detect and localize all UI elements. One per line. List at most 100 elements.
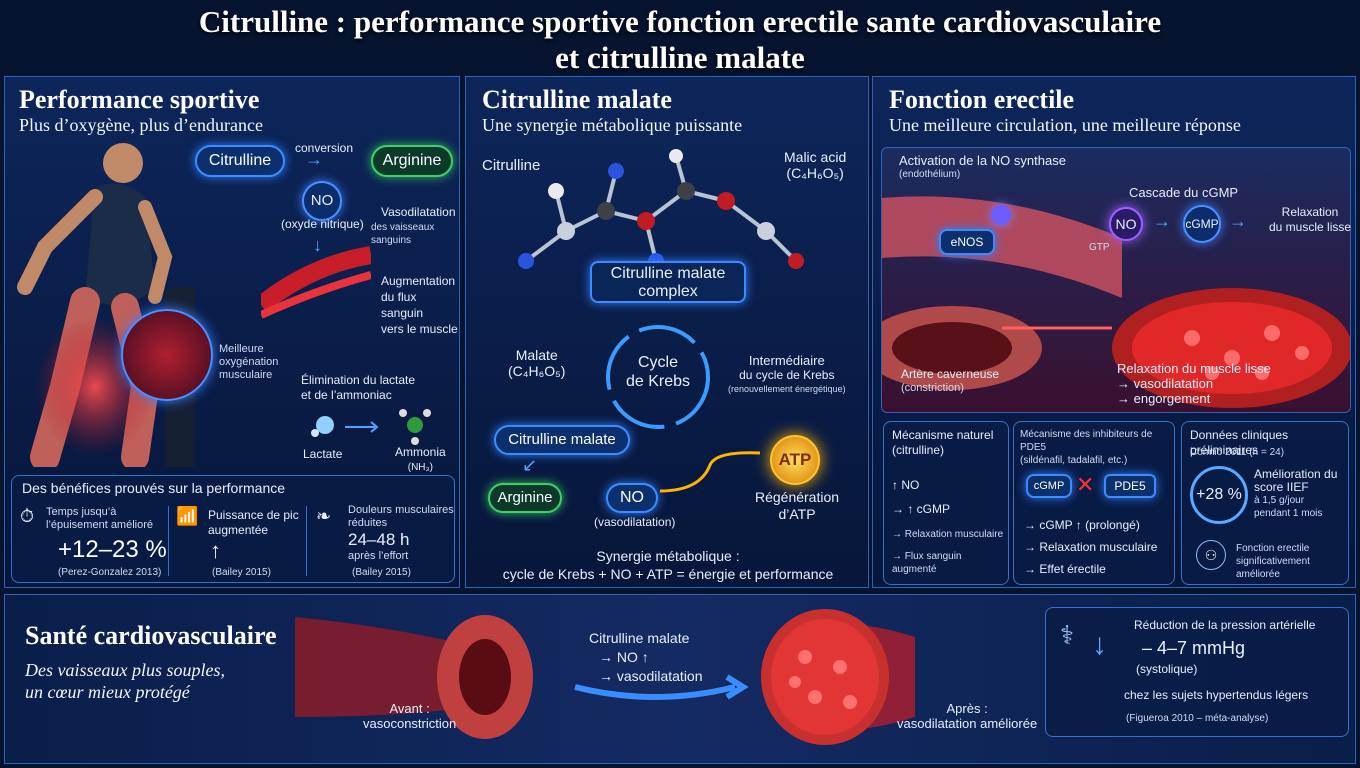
natural-item4: → Flux sanguin augmenté xyxy=(892,551,962,575)
malate-title: Citrulline malate xyxy=(482,85,672,114)
complex-line1: Citrulline malate xyxy=(610,265,726,282)
blood-flow-line3: vers le muscle xyxy=(381,322,458,336)
cross-icon: ✕ xyxy=(1076,472,1095,497)
malic-acid-name: Malic acid xyxy=(784,149,847,165)
arginine-pill: Arginine xyxy=(371,145,453,177)
inter-line2: du cycle de Krebs xyxy=(739,368,835,382)
blood-pressure-box: ⚕ ↓ Réduction de la pression artérielle … xyxy=(1045,607,1349,737)
page-title-line2: et citrulline malate xyxy=(555,40,805,75)
smooth-muscle-line3: → engorgement xyxy=(1117,391,1211,406)
inter-line3: (renouvellement énergétique) xyxy=(728,384,846,394)
energy-flow-arrow xyxy=(660,451,761,493)
page-title: Citrulline : performance sportive foncti… xyxy=(0,4,1360,76)
page-title-line1: Citrulline : performance sportive foncti… xyxy=(198,4,1162,39)
iief-line1: Amélioration du xyxy=(1254,467,1338,481)
no-circle: NO xyxy=(302,181,342,221)
benefit3-ref: (Bailey 2015) xyxy=(352,567,411,578)
lactate-label: Lactate xyxy=(303,447,343,461)
cm-pill: Citrulline malate xyxy=(494,425,630,455)
stopwatch-icon: ⏱ xyxy=(20,506,35,526)
natural-title: Mécanisme naturel (citrulline) xyxy=(892,428,993,458)
regen-line1: Régénération xyxy=(754,489,840,505)
natural-mechanism-box: Mécanisme naturel (citrulline) ↑ NO → ↑ … xyxy=(883,421,1009,585)
malate-label: Malate (C₄H₆O₅) xyxy=(508,347,565,379)
molecule-structure xyxy=(518,149,804,269)
muscle-fiber-image xyxy=(121,309,213,401)
erectile-panel: Fonction erectile Une meilleure circulat… xyxy=(872,76,1356,588)
cardio-no-up: → NO ↑ xyxy=(599,649,649,665)
benefits-box: Des bénéfices prouvés sur la performance… xyxy=(11,475,455,583)
gtp-label: GTP xyxy=(1089,242,1110,253)
ammonia-label: Ammonia (NH₃) xyxy=(395,445,446,475)
synergy-summary: Synergie métabolique : cycle de Krebs + … xyxy=(466,547,870,583)
iief-text: Amélioration du score IIEF à 1,5 g/jour … xyxy=(1254,468,1337,520)
malate-name: Malate xyxy=(515,347,558,363)
enos-glow xyxy=(991,205,1011,225)
benefit2-text: Puissance de pic augmentée xyxy=(208,508,299,538)
malate-vaso-label: (vasodilatation) xyxy=(594,515,676,529)
krebs-intermediate-label: Intermédiaire du cycle de Krebs (renouve… xyxy=(728,353,846,396)
couple-icon: ⚇ xyxy=(1196,540,1226,570)
natural-item1: ↑ NO xyxy=(892,478,920,492)
artery-comparison-illustration xyxy=(295,609,915,745)
krebs-line2: de Krebs xyxy=(625,373,691,390)
bp-title: Réduction de la pression artérielle xyxy=(1134,618,1316,632)
elimination-line2: et de l’ammoniac xyxy=(301,388,392,402)
smooth-muscle-label: Relaxation du muscle lisse → vasodilatat… xyxy=(1117,361,1271,406)
complex-line2: complex xyxy=(638,283,698,300)
malate-formula: (C₄H₆O₅) xyxy=(508,363,566,379)
cardio-mechanism: Citrulline malate → NO ↑ → vasodilatatio… xyxy=(589,629,703,686)
after-line2: vasodilatation améliorée xyxy=(897,716,1038,731)
arrow-down-icon: ↓ xyxy=(1092,628,1107,661)
benefits-title: Des bénéfices prouvés sur la performance xyxy=(22,480,286,496)
performance-subtitle: Plus d’oxygène, plus d’endurance xyxy=(19,115,263,135)
iief-line4: pendant 1 mois xyxy=(1254,508,1323,519)
before-line2: vasoconstriction xyxy=(363,716,457,731)
molecule-icons xyxy=(311,409,431,445)
artery-line1: Artère caverneuse xyxy=(901,367,1000,381)
benefit3-value: 24–48 h xyxy=(348,530,410,549)
bp-value: – 4–7 mmHg xyxy=(1142,638,1246,658)
arrow-right-icon: → xyxy=(1153,211,1171,231)
benefit2-arrow: ↑ xyxy=(210,538,221,563)
clinical-ref: Cormio 2011 (n = 24) xyxy=(1190,447,1285,458)
cascade-label: Cascade du cGMP xyxy=(1129,185,1239,200)
smooth-muscle-line1: Relaxation du muscle lisse xyxy=(1117,361,1271,376)
pde5-cgmp-pill: cGMP xyxy=(1026,474,1072,498)
cgmp-circle: cGMP xyxy=(1183,205,1221,243)
malate-citrulline-label: Citrulline xyxy=(482,157,541,174)
oxygenation-label: Meilleure oxygénation musculaire xyxy=(219,343,278,382)
oxygenation-line2: oxygénation xyxy=(219,356,279,368)
blood-pressure-icon: ⚕ xyxy=(1060,620,1075,650)
synergy-line1: Synergie métabolique : xyxy=(596,548,740,564)
blood-flow-line1: Augmentation xyxy=(381,274,456,288)
no-synthase-line1: Activation de la NO synthase xyxy=(899,153,1066,168)
clinical-title: Données cliniques préliminaires xyxy=(1190,428,1289,457)
krebs-cycle-icon xyxy=(606,325,710,429)
arrow-right-icon: → xyxy=(305,149,323,169)
benefit1-value: +12–23 % xyxy=(58,536,167,563)
before-label: Avant : vasoconstriction xyxy=(363,701,456,731)
pde5-title: Mécanisme des inhibiteurs de PDE5 (sildé… xyxy=(1020,428,1174,467)
malic-acid-label: Malic acid (C₄H₆O₅) xyxy=(784,149,846,181)
benefit1-line2: l’épuisement amélioré xyxy=(46,519,153,531)
performance-title: Performance sportive xyxy=(19,85,260,114)
divider xyxy=(168,506,169,576)
benefit1-line1: Temps jusqu’à xyxy=(46,506,117,518)
pde5-item2: → Relaxation musculaire xyxy=(1024,540,1158,554)
ammonia-name: Ammonia xyxy=(395,445,446,459)
relaxation-label: Relaxation du muscle lisse xyxy=(1269,205,1351,235)
regen-line2: d’ATP xyxy=(778,506,816,522)
cardio-title: Santé cardiovasculaire xyxy=(25,621,277,650)
clinical-data-box: Données cliniques préliminaires Cormio 2… xyxy=(1181,421,1349,585)
cardio-panel: Santé cardiovasculaire Des vaisseaux plu… xyxy=(4,594,1356,764)
clinical-foot-line2: significativement améliorée xyxy=(1236,556,1310,580)
benefit1-ref: (Perez-Gonzalez 2013) xyxy=(58,567,162,578)
smooth-muscle-line2: → vasodilatation xyxy=(1117,376,1214,391)
cardio-vaso: → vasodilatation xyxy=(599,668,703,684)
benefit3-text: Douleurs musculaires réduites xyxy=(348,504,454,530)
relaxation-line2: du muscle lisse xyxy=(1269,220,1352,234)
complex-box: Citrulline malate complex xyxy=(590,261,746,303)
krebs-line1: Cycle xyxy=(637,354,678,371)
iief-line3: à 1,5 g/jour xyxy=(1254,495,1305,506)
